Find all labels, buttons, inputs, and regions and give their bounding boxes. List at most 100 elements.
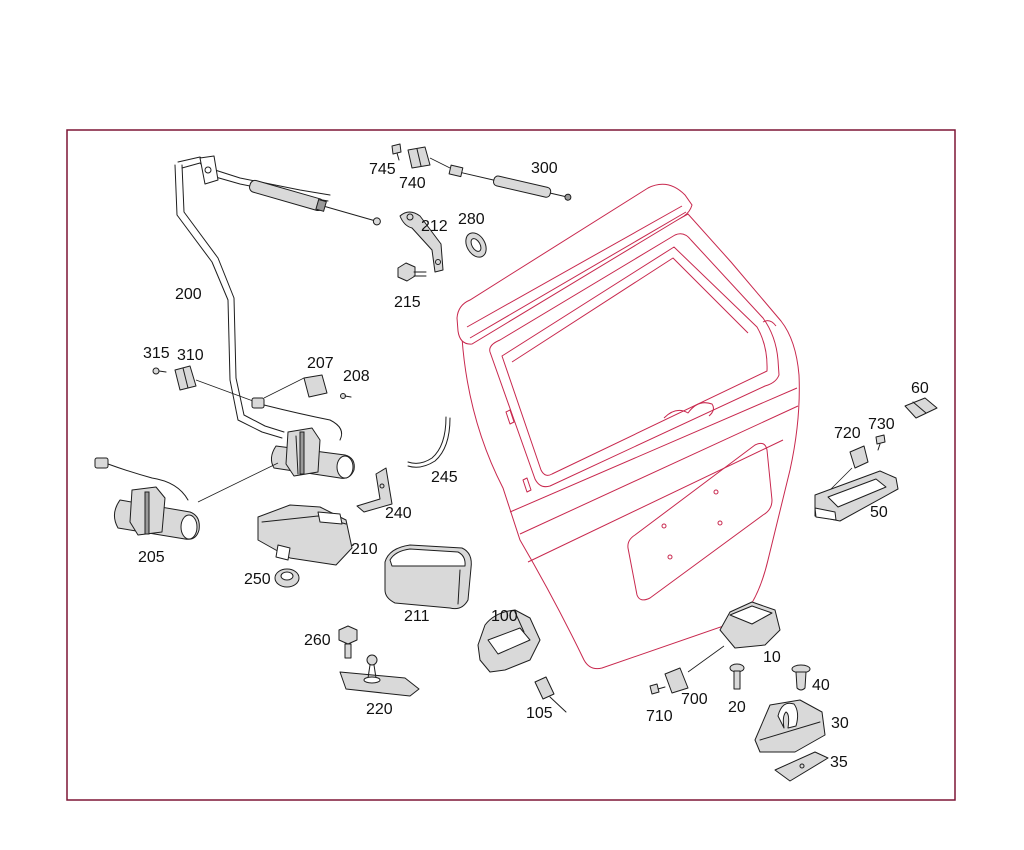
latch-loop xyxy=(777,702,799,729)
part-310-clip xyxy=(174,365,254,402)
part-710-pin xyxy=(649,683,666,695)
callout-105: 105 xyxy=(526,705,553,722)
striker-ball xyxy=(366,654,378,666)
part-10-lock-actuator xyxy=(687,601,781,673)
strut-cylinder xyxy=(493,175,552,198)
callout-211: 211 xyxy=(404,608,430,625)
callout-280: 280 xyxy=(458,211,485,228)
connector-body xyxy=(251,397,265,409)
tailgate-illustration xyxy=(456,183,800,670)
tailgate-left-slot xyxy=(505,409,515,425)
callout-300: 300 xyxy=(531,160,558,177)
part-215-bolt xyxy=(397,262,427,282)
tailgate-trim-band-upper xyxy=(509,387,798,513)
hydraulic-line-clamp-hole xyxy=(204,166,212,174)
latch-edge xyxy=(759,721,821,741)
plate-hole xyxy=(799,763,805,769)
gas-strut-end-fitting xyxy=(372,217,381,226)
part-210-housing xyxy=(257,504,353,566)
hydraulic-line-top-a xyxy=(177,156,331,196)
callout-745: 745 xyxy=(369,161,396,178)
license-plate-hole xyxy=(667,554,673,560)
part-740-leader xyxy=(429,157,451,169)
callout-40: 40 xyxy=(812,677,830,694)
clip-body xyxy=(849,445,869,469)
callout-200: 200 xyxy=(175,286,202,303)
callout-35: 35 xyxy=(830,754,848,771)
callout-740: 740 xyxy=(399,175,426,192)
bracket-body xyxy=(356,467,393,513)
tailgate-wiper-outline xyxy=(663,402,714,419)
callout-100: 100 xyxy=(491,608,518,625)
plate-body xyxy=(774,751,829,782)
tailgate-lower-panel-line xyxy=(527,439,784,563)
clip-body xyxy=(904,397,938,419)
part-60-clip xyxy=(904,397,938,419)
pin-shank xyxy=(396,152,400,161)
connector-lead xyxy=(549,696,567,713)
callout-240: 240 xyxy=(385,505,412,522)
callout-720: 720 xyxy=(834,425,861,442)
bracket-hole xyxy=(379,483,385,489)
callout-210: 210 xyxy=(351,541,378,558)
motor-wire xyxy=(107,463,189,501)
callout-10: 10 xyxy=(763,649,781,666)
part-740-clip xyxy=(407,146,451,169)
diagram-frame xyxy=(66,129,956,801)
part-315-pin xyxy=(152,367,167,375)
connector-wire xyxy=(263,404,343,441)
part-205-leader xyxy=(197,462,279,503)
pin-shank xyxy=(877,443,881,451)
part-40-screw xyxy=(791,664,811,691)
bolt-head xyxy=(338,625,358,645)
bolt-head xyxy=(397,262,416,282)
housing-tab xyxy=(317,511,343,525)
pin-head xyxy=(875,434,886,445)
part-100-handle xyxy=(477,609,541,673)
clip-body xyxy=(664,667,689,694)
striker-base-boss xyxy=(363,676,381,684)
striker-neck xyxy=(367,664,377,679)
housing-foot xyxy=(275,544,291,561)
tailgate-left-slot-lower xyxy=(522,477,532,493)
part-300-strut xyxy=(448,164,572,201)
part-211-cover xyxy=(384,544,472,610)
tailgate-window-inner-edge xyxy=(511,257,749,363)
handle-grip xyxy=(487,627,531,655)
part-105-connector xyxy=(534,676,567,713)
part-730-pin xyxy=(875,434,886,451)
part-250-grommet xyxy=(274,568,300,588)
actuator-top-face xyxy=(729,605,773,625)
rod-line-b xyxy=(407,417,451,468)
tailgate-window-glass xyxy=(501,246,768,476)
cover-top-face xyxy=(389,548,466,567)
strut-connector xyxy=(448,164,464,178)
part-207-leader xyxy=(263,377,305,399)
strut-cable xyxy=(461,172,495,181)
callout-20: 20 xyxy=(728,699,746,716)
callout-60: 60 xyxy=(911,380,929,397)
part-260-bolt xyxy=(338,625,358,659)
part-240-bracket xyxy=(356,467,393,513)
clip-edge xyxy=(416,148,422,167)
clip-body xyxy=(303,374,328,398)
callout-212: 212 xyxy=(421,218,448,235)
grommet-inner xyxy=(280,571,294,581)
handle-edge xyxy=(514,611,525,633)
pin-shank xyxy=(657,686,666,690)
strut-rod xyxy=(549,192,566,198)
part-50-leader xyxy=(829,467,853,491)
callout-710: 710 xyxy=(646,708,673,725)
part-220-striker-plate xyxy=(339,654,420,697)
part-720-clip xyxy=(849,445,869,469)
callout-207: 207 xyxy=(307,355,334,372)
license-plate-hole xyxy=(713,489,719,495)
part-280-grommet xyxy=(465,232,487,258)
clip-edge xyxy=(182,367,189,389)
callout-730: 730 xyxy=(868,416,895,433)
grommet-inner xyxy=(470,238,482,252)
part-700-clip xyxy=(664,667,689,694)
light-lens xyxy=(827,478,887,508)
part-10-leader xyxy=(687,645,725,673)
